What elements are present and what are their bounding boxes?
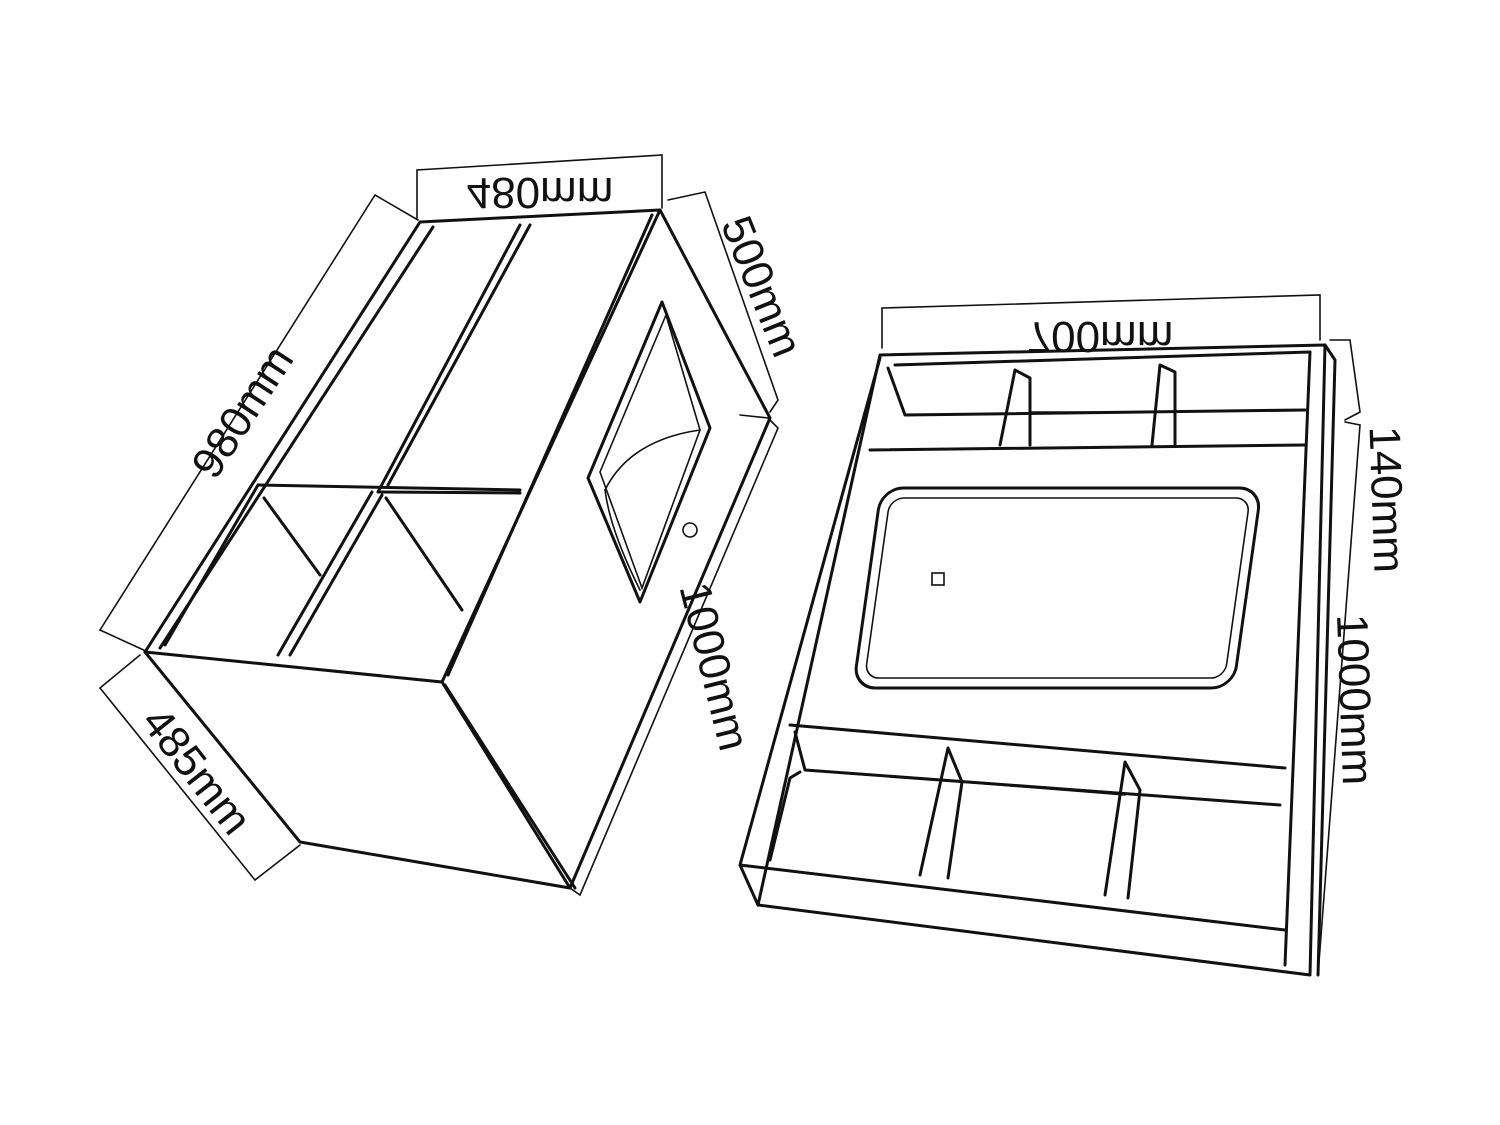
vanity-top-depth-label: 480mm	[467, 168, 614, 217]
cabinet-width-label: 1000mm	[1327, 613, 1382, 786]
vanity-unit	[99, 154, 779, 897]
cabinet-dimension-lines	[881, 294, 1361, 976]
lower-compartments	[768, 723, 1287, 900]
vanity-basin-depth-label: 500mm	[711, 209, 811, 363]
mirror[interactable]	[853, 486, 1261, 690]
vanity-height-label: 980mm	[182, 337, 303, 487]
cabinet-height-label: 700mm	[1027, 312, 1174, 361]
vanity-shelves	[163, 223, 577, 890]
upper-compartments	[868, 363, 1307, 452]
vanity-width-label: 1000mm	[670, 578, 759, 756]
drain-hole	[682, 522, 698, 538]
basin[interactable]	[586, 300, 712, 604]
cabinet-outline	[738, 343, 1337, 977]
vanity-dimension-lines	[99, 154, 779, 897]
mirror-cabinet	[738, 294, 1361, 977]
mirror-switch-icon[interactable]	[931, 572, 945, 586]
vanity-outline	[143, 208, 772, 890]
cabinet-depth-label: 140mm	[1359, 425, 1413, 573]
